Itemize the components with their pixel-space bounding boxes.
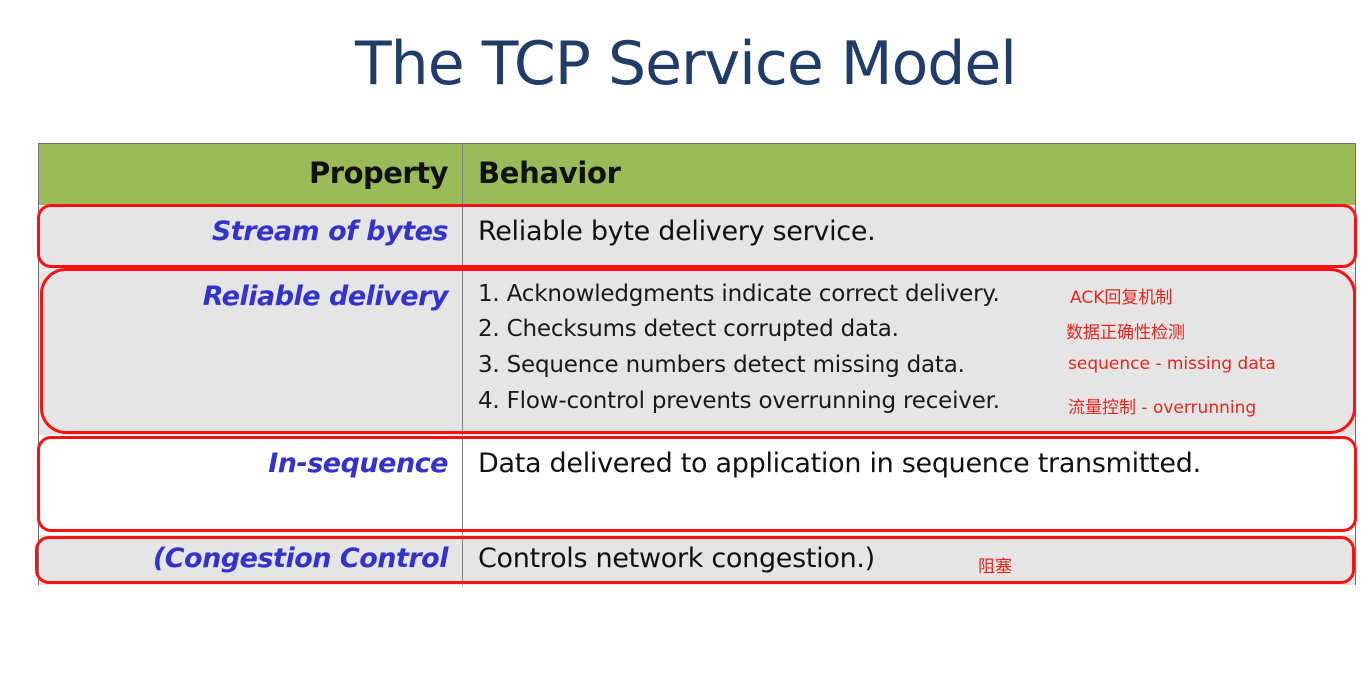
annotation-ack: ACK回复机制 bbox=[1070, 288, 1173, 308]
behavior-stream-of-bytes: Reliable byte delivery service. bbox=[478, 216, 876, 247]
table-row: (Congestion Control Controls network con… bbox=[39, 534, 1355, 585]
header-property: Property bbox=[309, 156, 448, 190]
column-divider bbox=[462, 436, 463, 534]
annotation-flow: 流量控制 - overrunning bbox=[1068, 398, 1257, 418]
table-row: Reliable delivery 1. Acknowledgments ind… bbox=[39, 270, 1355, 435]
list-item: 4. Flow-control prevents overrunning rec… bbox=[478, 388, 1000, 414]
column-divider bbox=[462, 535, 463, 585]
slide-title: The TCP Service Model bbox=[355, 29, 1017, 99]
table-header-row: Property Behavior bbox=[39, 144, 1355, 205]
annotation-checksum: 数据正确性检测 bbox=[1066, 323, 1185, 343]
list-item: 3. Sequence numbers detect missing data. bbox=[478, 352, 965, 378]
column-divider bbox=[462, 206, 463, 270]
property-stream-of-bytes: Stream of bytes bbox=[211, 216, 449, 247]
property-congestion-control: (Congestion Control bbox=[152, 543, 449, 574]
list-item: 2. Checksums detect corrupted data. bbox=[478, 316, 899, 342]
column-divider bbox=[462, 271, 463, 435]
table-row: Stream of bytes Reliable byte delivery s… bbox=[39, 205, 1355, 270]
list-item: 1. Acknowledgments indicate correct deli… bbox=[478, 281, 1000, 307]
property-reliable-delivery: Reliable delivery bbox=[202, 281, 449, 312]
header-behavior: Behavior bbox=[478, 156, 621, 190]
tcp-service-table: Property Behavior Stream of bytes Reliab… bbox=[38, 143, 1356, 585]
column-divider bbox=[462, 144, 463, 205]
annotation-sequence: sequence - missing data bbox=[1068, 354, 1276, 374]
annotation-congestion: 阻塞 bbox=[978, 557, 1012, 577]
behavior-in-sequence: Data delivered to application in sequenc… bbox=[478, 448, 1201, 479]
property-in-sequence: In-sequence bbox=[268, 448, 448, 479]
behavior-congestion-control: Controls network congestion.) bbox=[478, 543, 875, 574]
table-row: In-sequence Data delivered to applicatio… bbox=[39, 435, 1355, 534]
